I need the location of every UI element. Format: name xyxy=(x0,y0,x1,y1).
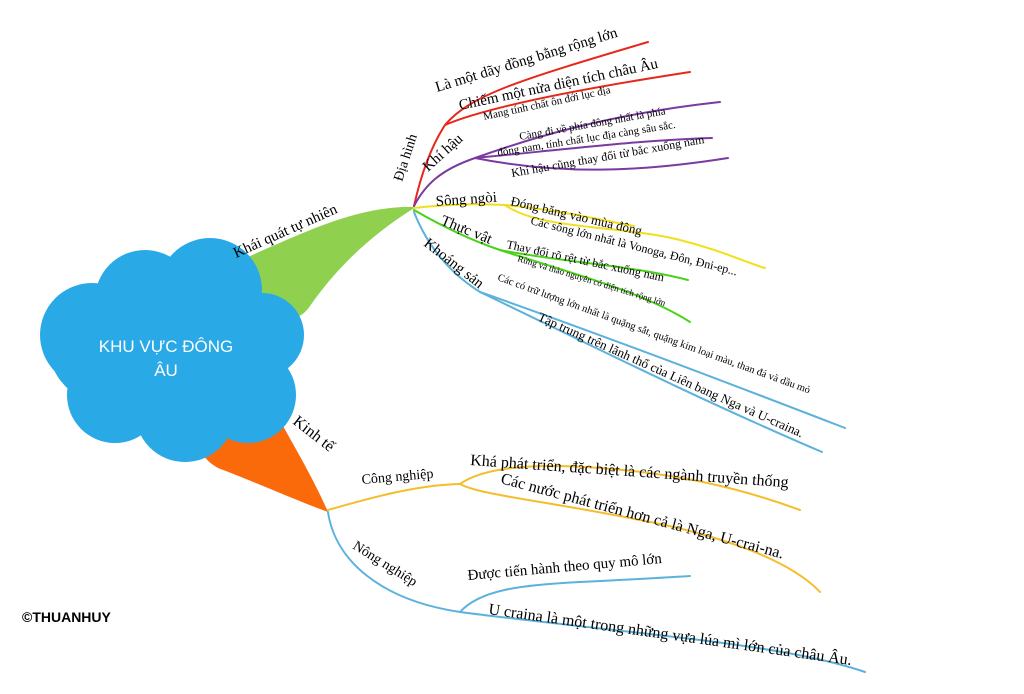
terrain-sub-line-2 xyxy=(444,71,691,126)
climate-branch-line xyxy=(413,101,721,207)
economy-label: Kinh tế xyxy=(290,413,339,456)
climate-label: Khí hậu xyxy=(420,131,467,175)
agriculture-item-2: U craina là một trong những vựa lúa mì l… xyxy=(487,599,853,669)
agriculture-label: Nông nghiệp xyxy=(350,539,420,590)
minerals-item-1: Các có trữ lượng lớn nhất là quặng sắt, … xyxy=(496,272,812,396)
agriculture-sub-line-2 xyxy=(459,611,866,673)
vegetation-branch-line xyxy=(413,209,689,281)
minerals-sub-line-2 xyxy=(479,291,823,453)
center-title-line1: KHU VỰC ĐÔNG xyxy=(99,337,233,356)
rivers-sub-line-2 xyxy=(504,204,766,269)
center-cloud xyxy=(40,238,304,462)
industry-sub-line-1 xyxy=(459,464,801,511)
agriculture-connector-line xyxy=(327,511,461,613)
industry-label: Công nghiệp xyxy=(361,467,434,488)
industry-sub-line-2 xyxy=(459,483,821,593)
terrain-branch-line xyxy=(413,41,649,207)
industry-connector-line xyxy=(327,483,461,511)
natural-main-branch xyxy=(236,206,416,320)
terrain-label: Địa hình xyxy=(392,132,421,183)
vegetation-label: Thực vật xyxy=(439,213,495,248)
vegetation-sub-line-2 xyxy=(499,249,691,323)
rivers-label: Sông ngòi xyxy=(435,190,497,210)
climate-sub-line-3 xyxy=(474,157,729,171)
minerals-branch-line xyxy=(413,211,846,429)
center-title-line2: ÂU xyxy=(154,361,178,380)
agriculture-sub-line-1 xyxy=(459,575,691,613)
climate-sub-line-2 xyxy=(474,137,713,159)
minerals-label: Khoáng sản xyxy=(421,236,487,293)
watermark-text: ©THUANHUY xyxy=(22,609,112,625)
